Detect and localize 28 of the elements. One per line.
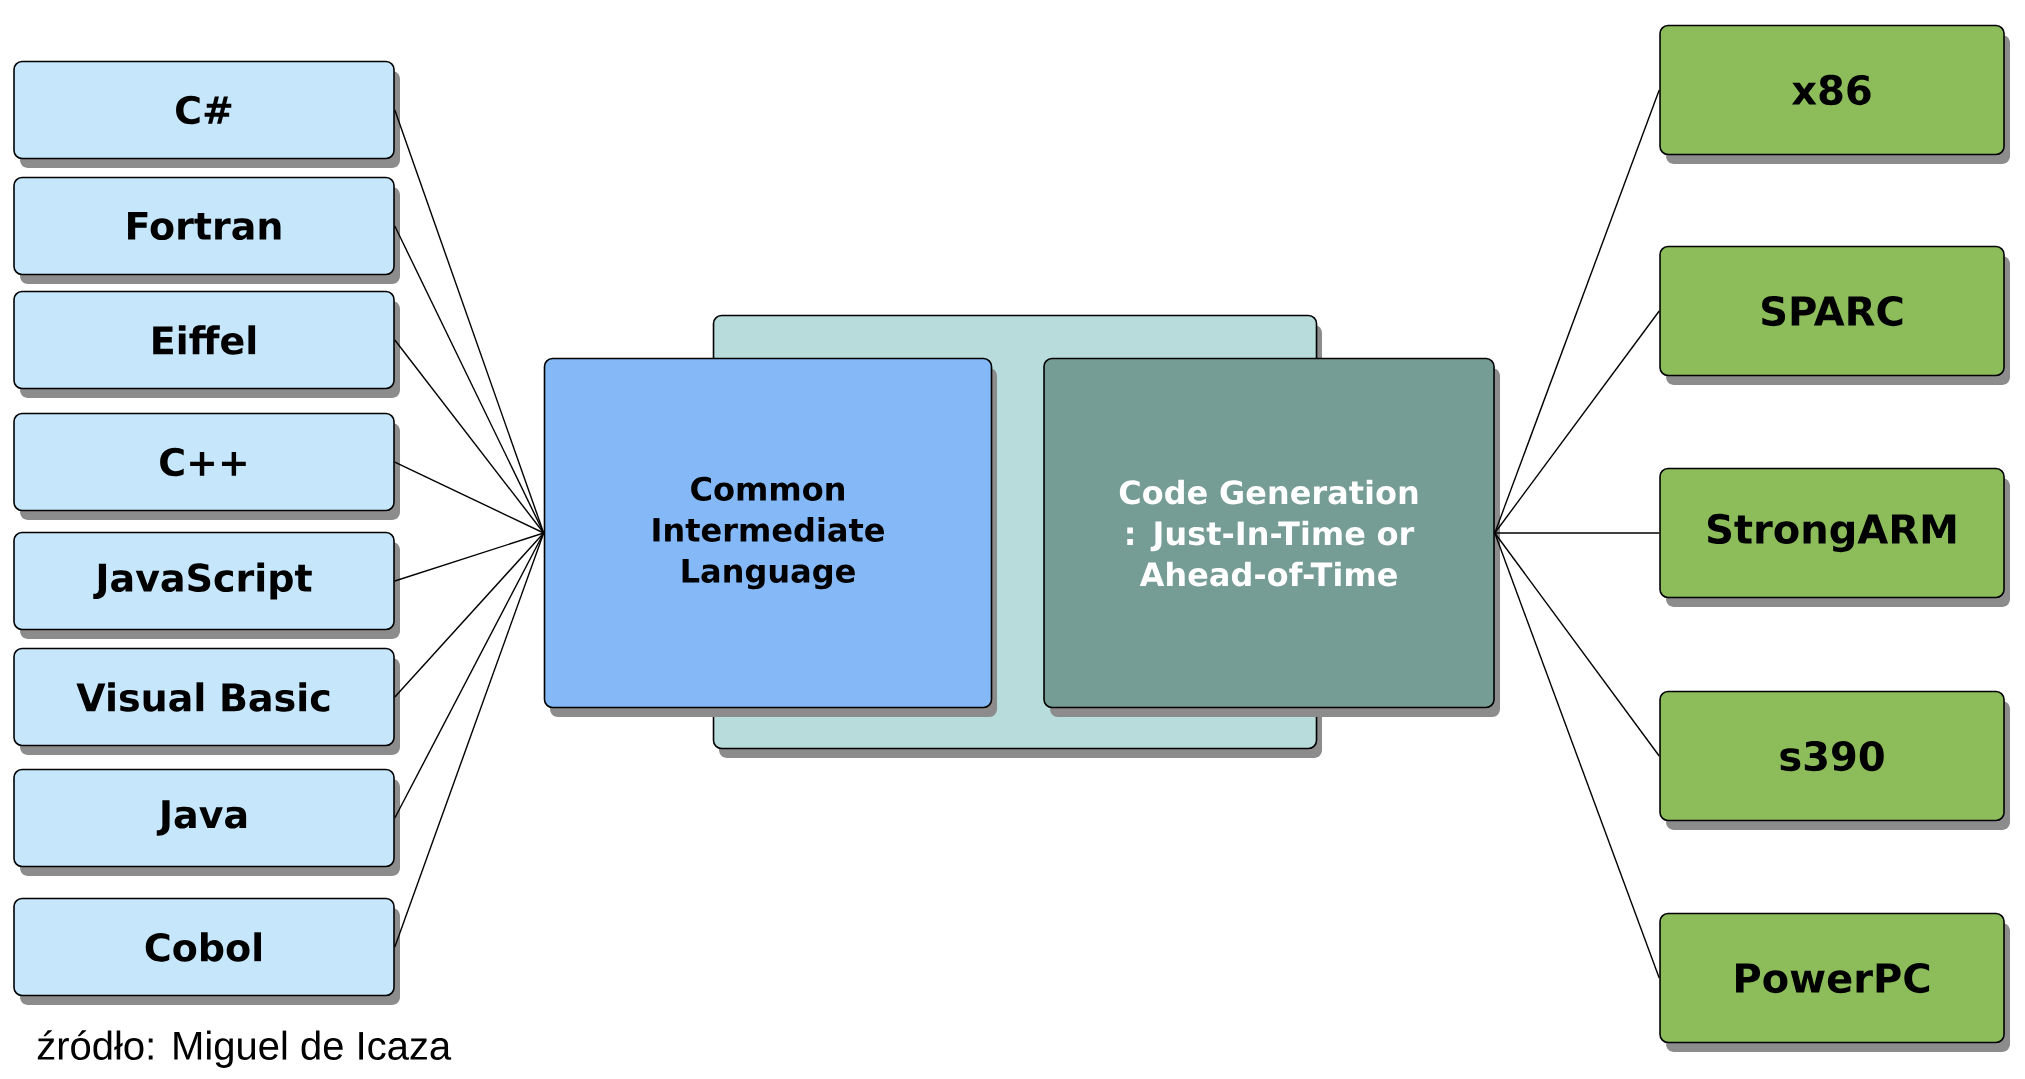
connector-line (394, 225, 545, 534)
language-box: Cobol (13, 897, 400, 1005)
language-box: C++ (13, 412, 400, 520)
connector-line (394, 109, 545, 534)
architecture-box: x86 (1659, 24, 2011, 164)
language-box: Fortran (13, 176, 400, 284)
connector-line (1494, 310, 1660, 534)
language-box: Java (13, 768, 400, 876)
connector-line (394, 339, 545, 534)
language-box: Common Intermediate Language (543, 357, 997, 717)
caption: źródło: Miguel de Icaza (37, 1030, 452, 1068)
connector-line (394, 532, 545, 582)
connector-line (394, 532, 545, 698)
connector-line (1494, 532, 1660, 757)
connector-line (394, 532, 545, 948)
architecture-box: StrongARM (1659, 467, 2011, 607)
connector-line (1494, 89, 1660, 534)
code-generation-box: Code Generation : Just-In-Time or Ahead-of-Time (1043, 357, 1500, 717)
architecture-box: s390 (1659, 690, 2011, 830)
architecture-box: SPARC (1659, 245, 2011, 385)
connector-line (1494, 532, 1660, 534)
language-box: C# (13, 60, 400, 168)
architecture-box: PowerPC (1659, 912, 2011, 1052)
connector-line (394, 461, 545, 534)
connector-line (1494, 532, 1660, 979)
language-box: Visual Basic (13, 647, 400, 755)
language-box: Eiffel (13, 290, 400, 398)
language-box: JavaScript (13, 531, 400, 639)
